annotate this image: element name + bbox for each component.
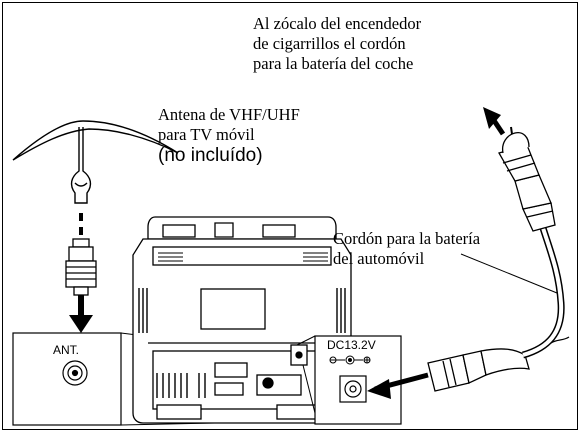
battery-cord-line-2: del automóvil xyxy=(333,249,425,268)
cigarette-socket-line-1: Al zócalo del encendedor xyxy=(253,14,422,33)
battery-cord-label: Cordón para la batería del automóvil xyxy=(333,229,480,269)
cigarette-socket-line-2: de cigarrillos el cordón xyxy=(253,34,406,53)
cigarette-socket-line-3: para la batería del coche xyxy=(253,54,414,73)
lighter-arrow xyxy=(483,107,506,136)
cigarette-socket-label: Al zócalo del encendedor de cigarrillos … xyxy=(253,14,421,74)
dc-callout-leaders xyxy=(296,335,316,414)
antenna-icon xyxy=(12,120,179,204)
diagram-frame: Al zócalo del encendedor de cigarrillos … xyxy=(2,2,578,430)
coax-plug-icon xyxy=(65,238,97,296)
antenna-line-1: Antena de VHF/UHF xyxy=(158,105,300,124)
antenna-line-3: (no incluído) xyxy=(158,145,263,166)
ant-jack-label: ANT. xyxy=(53,343,80,357)
connection-diagram xyxy=(12,107,570,426)
antenna-label: Antena de VHF/UHF para TV móvil (no incl… xyxy=(158,105,300,167)
battery-cord xyxy=(521,226,570,359)
polarity-symbol-icon xyxy=(329,355,371,365)
dc-plug-icon xyxy=(427,348,530,392)
ant-jack-callout xyxy=(12,332,122,426)
car-lighter-plug-icon xyxy=(498,126,556,232)
antenna-arrow xyxy=(69,295,93,333)
battery-cord-line-1: Cordón para la batería xyxy=(333,229,481,248)
dc-plug-arrow xyxy=(367,372,429,399)
dc-jack-label: DC13.2V xyxy=(327,338,376,352)
antenna-line-2: para TV móvil xyxy=(158,125,255,144)
cord-leader xyxy=(460,253,558,294)
dc-jack-callout xyxy=(314,335,402,425)
tv-back-icon xyxy=(132,216,352,424)
